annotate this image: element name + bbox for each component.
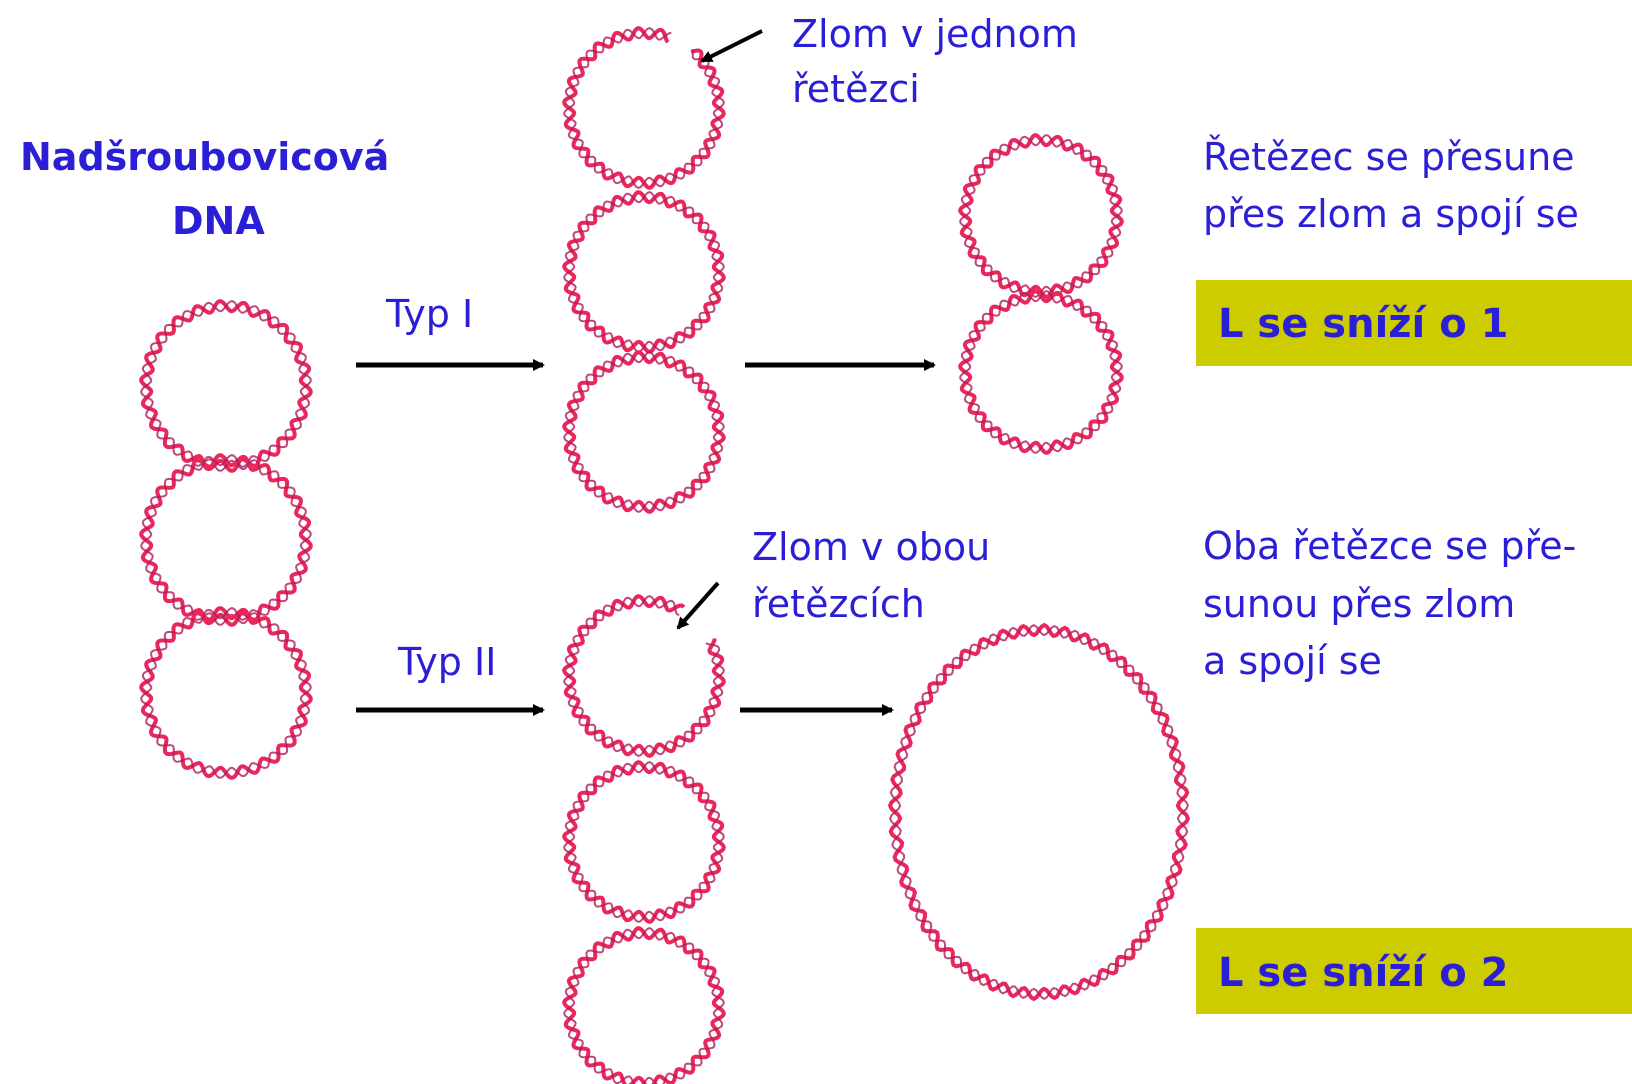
result-type1: L se sníží o 1 (1218, 301, 1509, 347)
dna-loop-supercoiled-3-strand2 (140, 607, 312, 779)
title-line1: Nadšroubovicová (20, 135, 390, 179)
dna-loop-type1-2 (562, 190, 726, 354)
result-box-type1 (1196, 280, 1632, 366)
type1-description-line1: Řetězec se přesune (1203, 135, 1575, 179)
dna-loop-type1-3 (562, 350, 726, 514)
dna-loop-supercoiled-1 (139, 299, 313, 473)
pointer-double-strand-break (676, 581, 720, 630)
nick-label-line2: řetězci (792, 67, 920, 111)
dna-loop-type1-result-1 (958, 133, 1124, 299)
dna-loop-type1-2-strand2 (563, 191, 725, 353)
dna-loop-type1-result-2 (958, 289, 1124, 455)
dna-loop-type1-3-strand2 (563, 351, 725, 513)
dna-loop-supercoiled-2 (139, 453, 313, 627)
dna-loop-type1-nicked (562, 26, 726, 190)
dna-loop-supercoiled-3 (139, 606, 313, 780)
dna-loop-type2-3-strand2 (563, 927, 725, 1084)
type2-description-line1: Oba řetězce se pře- (1203, 524, 1577, 568)
type2-description-line3: a spojí se (1203, 639, 1382, 683)
break-label-line2: řetězcích (752, 582, 925, 626)
dna-loop-type1-nicked-strand2 (563, 27, 725, 189)
dna-loop-supercoiled-2-strand2 (140, 454, 312, 626)
dna-loop-type2-2-strand2 (563, 761, 725, 923)
title-line2: DNA (172, 199, 265, 243)
result-type2: L se sníží o 2 (1218, 950, 1509, 996)
dna-loop-type2-result-strand2 (889, 623, 1189, 1001)
pointer-single-strand-nick (700, 29, 763, 63)
dna-loop-type1-result-2-strand2 (959, 290, 1123, 454)
break-label-line1: Zlom v obou (752, 525, 991, 569)
dna-loop-type2-2 (562, 760, 726, 924)
result-box-type2 (1196, 928, 1632, 1014)
dna-loops (139, 26, 1191, 1084)
type2-arrow-label: Typ II (398, 640, 497, 684)
type1-arrow-label: Typ I (386, 292, 474, 336)
nick-label-line1: Zlom v jednom (792, 12, 1078, 56)
type1-description-line2: přes zlom a spojí se (1203, 192, 1579, 236)
dna-loop-type2-result (887, 622, 1191, 1002)
dna-loop-type1-result-1-strand2 (959, 134, 1123, 298)
dna-loop-supercoiled-1-strand2 (140, 300, 312, 472)
type2-description-line2: sunou přes zlom (1203, 582, 1516, 626)
dna-loop-type2-broken-strand2 (563, 595, 725, 757)
